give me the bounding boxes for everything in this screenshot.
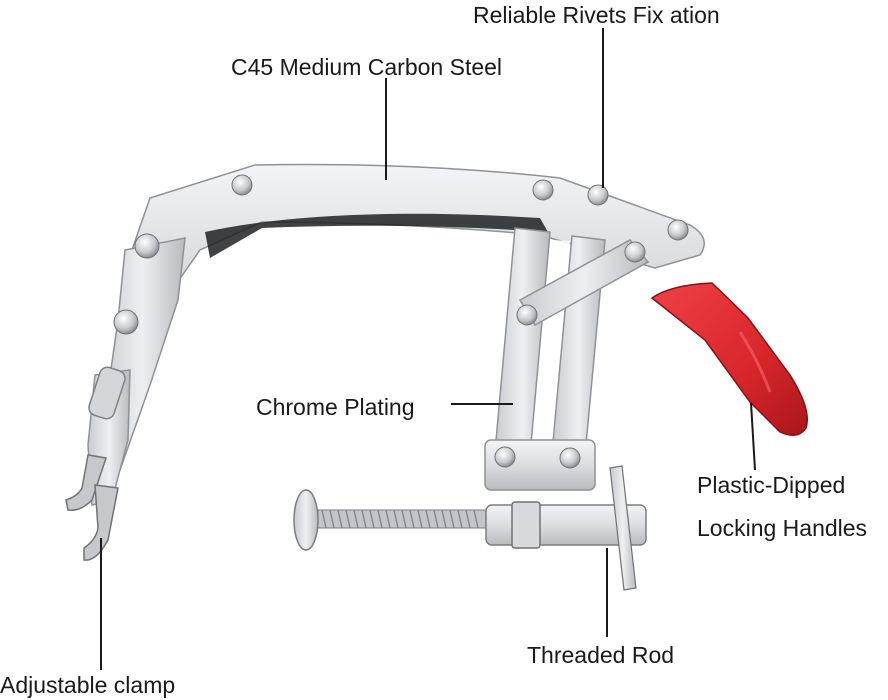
callout-plating: Chrome Plating (256, 394, 415, 420)
screw (113, 309, 139, 335)
callout-material: C45 Medium Carbon Steel (231, 54, 503, 80)
rivet (494, 446, 516, 468)
upper-arm-channel (205, 213, 548, 258)
callout-leaders (100, 28, 756, 670)
rivet (624, 241, 646, 263)
callout-rod: Threaded Rod (527, 642, 675, 668)
callout-rivets: Reliable Rivets Fix ation (473, 2, 720, 28)
clamp-tip-upper (65, 454, 107, 512)
rivet (587, 184, 609, 206)
callout-handle-line2: Locking Handles (697, 515, 868, 541)
rivet (667, 219, 689, 241)
callout-clamp: Adjustable clamp (0, 672, 176, 698)
valve-spring-compressor (65, 163, 808, 591)
locking-handle (650, 282, 808, 436)
hex-nut (511, 501, 541, 549)
screw (134, 233, 160, 259)
pressure-plate (293, 489, 319, 551)
rivet (532, 179, 554, 201)
clamp-swivel (88, 366, 126, 420)
t-handle-pin (609, 465, 637, 591)
leader-handle (750, 402, 756, 471)
handle-ridge (738, 331, 772, 393)
rivet (231, 174, 253, 196)
rivets (113, 174, 689, 469)
rivet (516, 304, 538, 326)
threaded-rod (317, 509, 489, 529)
clamp-tip-lower (83, 484, 119, 561)
callout-handle-line1: Plastic-Dipped (697, 472, 846, 498)
rivet (559, 447, 581, 469)
